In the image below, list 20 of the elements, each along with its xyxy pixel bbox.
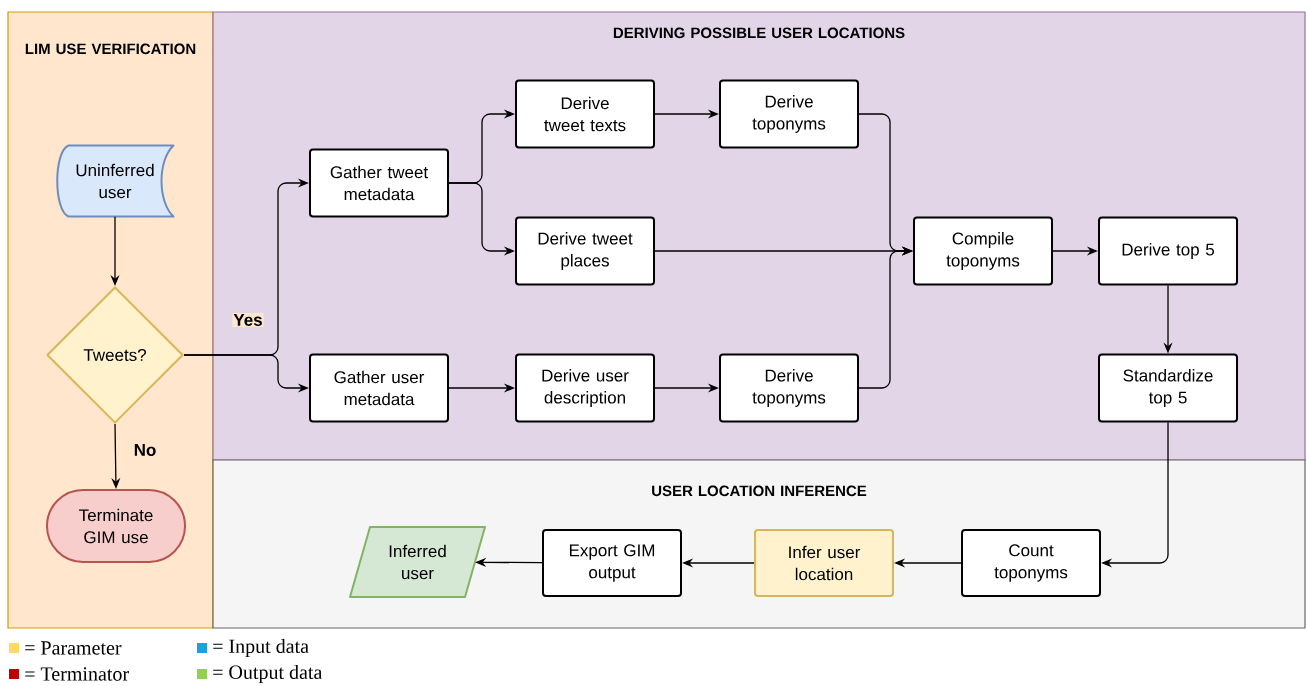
process-box: Gather tweet metadata xyxy=(309,148,449,218)
edge-label: No xyxy=(132,443,158,457)
data-parallelogram: Inferred user xyxy=(349,526,486,598)
process-box: Derive top 5 xyxy=(1098,216,1238,286)
process-box: Compile toponyms xyxy=(913,216,1053,286)
process-box: Derive toponyms xyxy=(719,79,859,149)
legend-label: = Output data xyxy=(213,664,323,684)
process-box: Derive user description xyxy=(515,353,655,423)
process-box: Infer user location xyxy=(754,529,894,597)
process-box: Standardize top 5 xyxy=(1098,353,1238,423)
process-box: Derive tweet places xyxy=(515,216,655,286)
process-box: Count toponyms xyxy=(961,529,1101,597)
process-box: Export GIM output xyxy=(542,529,682,597)
legend-label: = Parameter xyxy=(25,641,122,655)
process-box: Derive toponyms xyxy=(719,353,859,423)
process-box: Derive tweet texts xyxy=(515,79,655,149)
process-box: Gather user metadata xyxy=(309,353,449,423)
legend-label: = Terminator xyxy=(25,667,129,681)
edge-label: Yes xyxy=(232,313,264,327)
legend-label: = Input data xyxy=(213,638,309,658)
